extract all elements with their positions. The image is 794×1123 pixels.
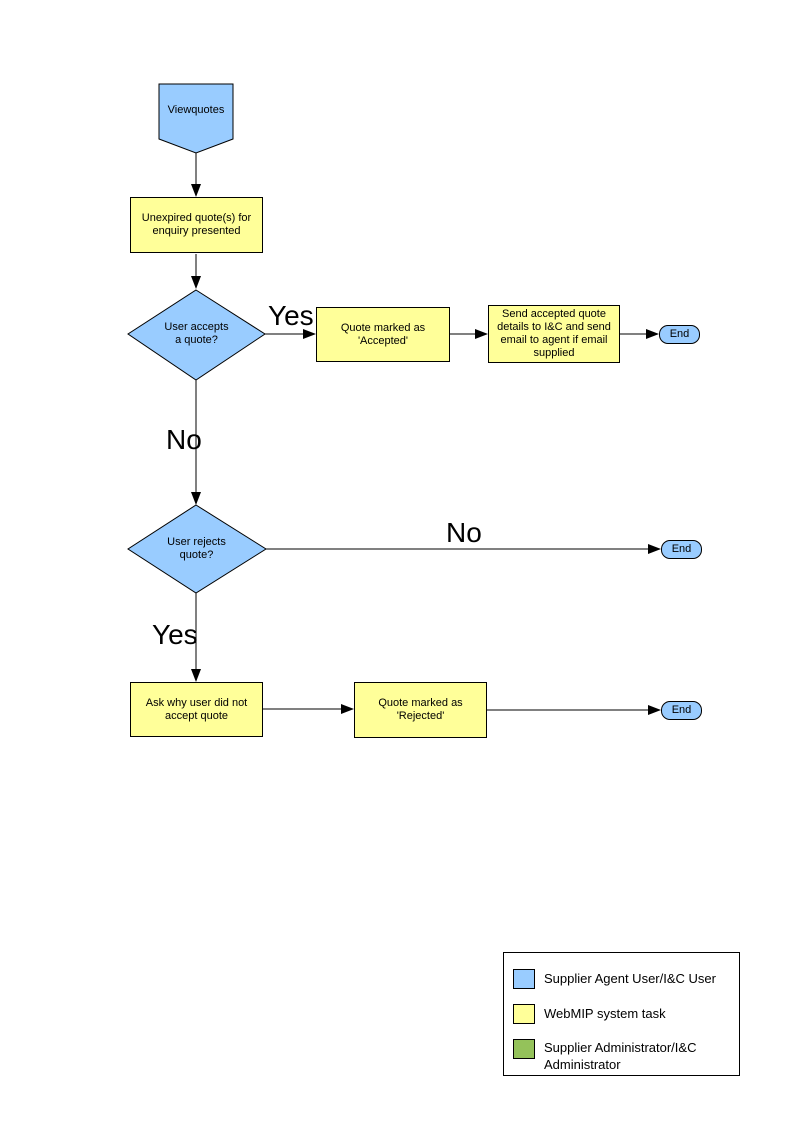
end-node-1: End	[659, 325, 700, 344]
legend-label-webmip-task: WebMIP system task	[544, 1006, 666, 1021]
edge-label-yes-reject: Yes	[152, 619, 198, 650]
decision-rejects-label: User rejects quote?	[167, 536, 226, 561]
start-node-label: Viewquotes	[167, 103, 225, 116]
task-marked-rejected: Quote marked as 'Rejected'	[354, 682, 487, 738]
legend-swatch-supplier-agent	[513, 969, 535, 989]
end-node-2: End	[661, 540, 702, 559]
end-node-3: End	[661, 701, 702, 720]
start-pentagon-shape	[158, 83, 234, 154]
task-unexpired-quotes: Unexpired quote(s) for enquiry presented	[130, 197, 263, 253]
legend-swatch-webmip-task	[513, 1004, 535, 1024]
task-ask-why: Ask why user did not accept quote	[130, 682, 263, 737]
task-marked-accepted: Quote marked as 'Accepted'	[316, 307, 450, 362]
decision-accepts-label: User accepts a quote?	[164, 321, 229, 346]
legend-swatch-supplier-admin	[513, 1039, 535, 1059]
edge-label-no-reject: No	[446, 517, 482, 548]
legend-label-supplier-agent: Supplier Agent User/I&C User	[544, 971, 716, 986]
edge-label-no-accept: No	[166, 424, 202, 455]
legend-label-supplier-admin: Supplier Administrator/I&C Administrator	[544, 1040, 697, 1072]
edge-label-yes-accept: Yes	[268, 300, 314, 331]
task-send-details: Send accepted quote details to I&C and s…	[488, 305, 620, 363]
legend-box: Supplier Agent User/I&C User WebMIP syst…	[503, 952, 740, 1076]
